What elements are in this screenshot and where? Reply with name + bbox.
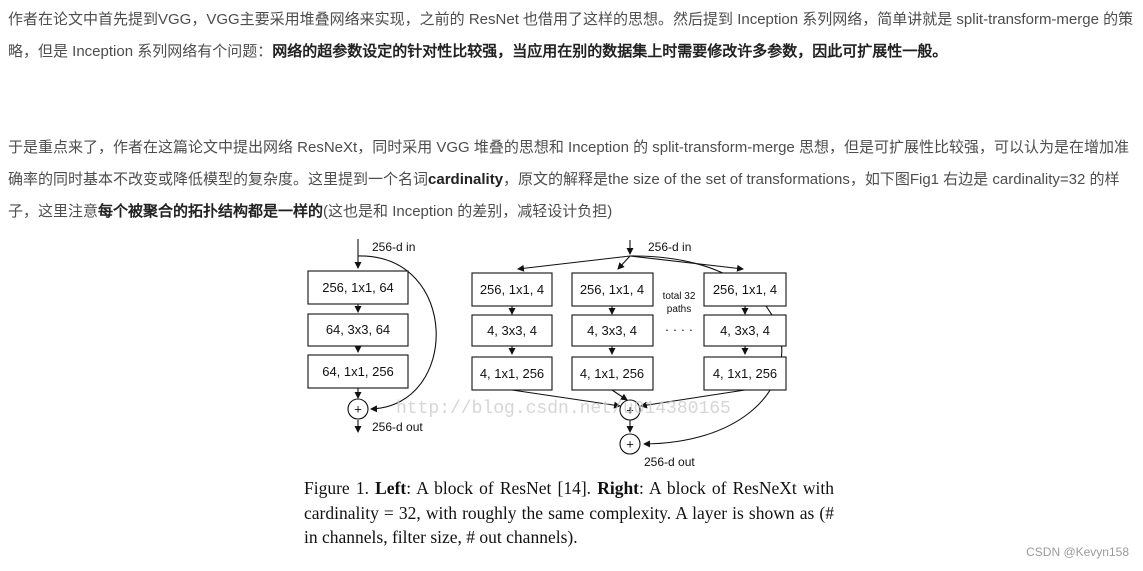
paragraph-1-bold: 网络的超参数设定的针对性比较强，当应用在别的数据集上时需要修改许多参数，因此可扩…: [272, 43, 948, 60]
paragraph-1: 作者在论文中首先提到VGG，VGG主要采用堆叠网络来实现，之前的 ResNet …: [8, 4, 1134, 68]
paragraph-2-text-c: (这也是和 Inception 的差别，减轻设计负担): [323, 203, 613, 220]
right-merge-node: [619, 399, 641, 421]
paragraph-2-text-b: ，原文的解释是the size of the set of transforma…: [8, 171, 1120, 220]
left-layer-box-2: [307, 313, 409, 347]
path32-layer-label-3: 4, 1x1, 256: [713, 366, 777, 381]
path2-layer-box-3: [571, 356, 654, 391]
paths-note-line-2: paths: [667, 304, 691, 315]
paragraph-2-bold-cardinality: cardinality: [428, 171, 504, 188]
paragraph-2-text-a: 于是重点来了，作者在这篇论文中提出网络 ResNeXt，同时采用 VGG 堆叠的…: [8, 139, 1129, 188]
path32-layer-label-2: 4, 3x3, 4: [720, 323, 770, 338]
caption-left-text: : A block of ResNet [14].: [406, 478, 592, 498]
caption-left-label: Left: [375, 478, 407, 498]
right-output-label: 256-d out: [644, 455, 695, 469]
paths-note-line-1: total 32: [663, 291, 696, 302]
left-layer-box-1: [307, 270, 409, 305]
left-layer-label-1: 256, 1x1, 64: [322, 280, 394, 295]
left-output-label: 256-d out: [372, 420, 423, 434]
figure-caption: Figure 1. Left: A block of ResNet [14]. …: [304, 476, 834, 550]
path32-layer-box-2: [703, 314, 787, 347]
path1-layer-label-1: 256, 1x1, 4: [480, 282, 544, 297]
resnext-figure: 256-d in 256, 1x1, 64 64, 3x3, 64 64, 1x…: [307, 239, 787, 469]
path1-layer-box-3: [471, 356, 553, 391]
path1-layer-label-2: 4, 3x3, 4: [487, 323, 537, 338]
path1-layer-label-3: 4, 1x1, 256: [480, 366, 544, 381]
path1-layer-box-1: [471, 272, 553, 307]
paragraph-1-text: 作者在论文中首先提到VGG，VGG主要采用堆叠网络来实现，之前的 ResNet …: [8, 11, 1134, 60]
path2-layer-label-1: 256, 1x1, 4: [580, 282, 644, 297]
right-sum-node: [619, 433, 641, 455]
left-layer-label-2: 64, 3x3, 64: [326, 322, 390, 337]
left-sum-node: [347, 398, 369, 420]
path32-layer-label-1: 256, 1x1, 4: [713, 282, 777, 297]
paths-ellipsis: · · · ·: [665, 322, 693, 337]
paragraph-2-bold-topology: 每个被聚合的拓扑结构都是一样的: [98, 203, 324, 220]
left-layer-box-3: [307, 354, 409, 389]
left-plus-sign: +: [354, 402, 362, 417]
csdn-credit: CSDN @Kevyn158: [1026, 545, 1129, 559]
right-sum-plus-sign: +: [626, 437, 634, 452]
path2-layer-label-3: 4, 1x1, 256: [580, 366, 644, 381]
caption-figure-number: Figure 1.: [304, 478, 369, 498]
paragraph-2: 于是重点来了，作者在这篇论文中提出网络 ResNeXt，同时采用 VGG 堆叠的…: [8, 132, 1134, 228]
caption-right-label: Right: [597, 478, 639, 498]
path2-layer-label-2: 4, 3x3, 4: [587, 323, 637, 338]
left-input-label: 256-d in: [372, 240, 415, 254]
blog-watermark: http://blog.csdn.net/u014380165: [396, 399, 731, 419]
left-layer-label-3: 64, 1x1, 256: [322, 364, 394, 379]
path32-layer-box-1: [703, 272, 787, 307]
path2-layer-box-2: [571, 314, 654, 347]
right-merge-plus-sign: +: [626, 403, 634, 418]
path2-layer-box-1: [571, 272, 654, 307]
path1-layer-box-2: [471, 314, 553, 347]
caption-right-text: : A block of ResNeXt with cardinality = …: [304, 478, 835, 547]
path32-layer-box-3: [703, 356, 787, 391]
right-input-label: 256-d in: [648, 240, 691, 254]
